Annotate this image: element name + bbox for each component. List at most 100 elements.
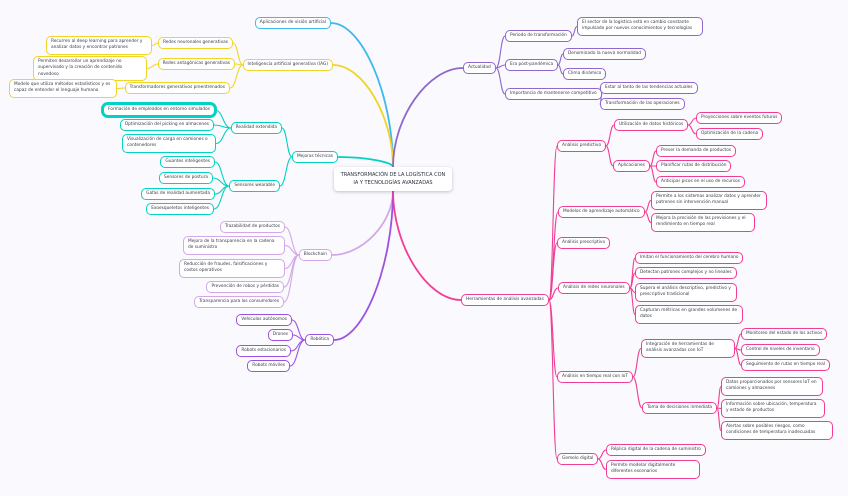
mindmap-node-tendencias[interactable]: Estar al tanto de las tendencias actuale… [600, 82, 698, 95]
mindmap-node-iag[interactable]: Inteligencia artificial generativa (IAG) [242, 59, 333, 72]
mindmap-node-postura[interactable]: Sensores de postura [158, 172, 213, 185]
mindmap-node-toma_decisiones[interactable]: Toma de decisiones inmediata [642, 402, 718, 415]
mindmap-root-node[interactable]: TRANSFORMACIÓN DE LA LOGÍSTICA CON IA Y … [334, 167, 452, 191]
edge-monitoreo [734, 333, 742, 350]
mindmap-node-clima[interactable]: Clima dinámico [563, 68, 607, 81]
mindmap-node-transformacion_ops[interactable]: Transformación de las operaciones [600, 98, 685, 111]
mindmap-node-prever[interactable]: Prever la demanda de productos [656, 145, 737, 158]
mindmap-node-moviles[interactable]: Robots móviles [247, 360, 290, 373]
mindmap-node-historicos[interactable]: Utilización de datos históricos [614, 119, 689, 132]
mindmap-node-proyecciones[interactable]: Proyecciones sobre eventos futuros [696, 112, 783, 125]
mindmap-node-era[interactable]: Era post-pandémica [505, 59, 559, 72]
edge-exo [213, 185, 230, 210]
mindmap-node-rag_desc[interactable]: Permiten desarrollar un aprendizaje no s… [33, 56, 147, 82]
mindmap-node-rng[interactable]: Redes neuronales generativas [157, 37, 233, 50]
edge-transparencia_cadena [284, 244, 300, 256]
edge-datos_iot [716, 385, 722, 409]
mindmap-node-alertas[interactable]: Alertas sobre posibles riesgos, como con… [721, 421, 833, 440]
node-label: Drones [272, 332, 288, 337]
mindmap-node-traza[interactable]: Trazabilidad de productos [219, 221, 285, 234]
node-label: Robótica [310, 337, 329, 342]
node-label: Robots móviles [252, 363, 285, 368]
mindmap-node-visualizacion[interactable]: Visualización de carga en camiones o con… [122, 134, 216, 153]
node-label: Información sobre ubicación, temperatura… [726, 402, 817, 414]
mindmap-node-tgp[interactable]: Transformadores generativos preentrenado… [124, 82, 230, 95]
mindmap-node-monitoreo[interactable]: Monitoreo del estado de los activos [741, 328, 828, 341]
node-label: Planificar rutas de distribución [661, 163, 727, 168]
mindmap-node-ml_desc2[interactable]: Mejora la precisión de las previsiones y… [651, 213, 755, 232]
mindmap-node-integracion[interactable]: Integración de herramientas de análisis … [641, 339, 735, 358]
mindmap-node-realidad_ext[interactable]: Realidad extendida [230, 122, 282, 135]
mindmap-node-gemelo[interactable]: Gemelo digital [557, 453, 599, 466]
mindmap-node-herramientas[interactable]: Herramientas de análisis avanzadas [461, 294, 549, 307]
mindmap-node-redes_neuronales[interactable]: Análisis de redes neuronales [558, 282, 630, 295]
edge-redes_neuronales [548, 287, 559, 301]
node-label: Era post-pandémica [510, 62, 554, 67]
mindmap-node-mejoras[interactable]: Mejoras técnicas [291, 151, 338, 164]
node-label: Mejora la precisión de las previsiones y… [656, 216, 746, 228]
mindmap-node-ml_desc1[interactable]: Permite a los sistemas analizar datos y … [651, 191, 767, 210]
mindmap-node-tgp_desc[interactable]: Modelo que utiliza métodos estadísticos … [9, 79, 117, 98]
mindmap-node-guantes[interactable]: Guantes inteligentes [160, 156, 215, 169]
mindmap-node-robos[interactable]: Prevención de robos y pérdidas [206, 281, 284, 294]
node-label: Exoesqueletos inteligentes [151, 206, 209, 211]
node-label: Permiten desarrollar un aprendizaje no s… [38, 59, 123, 77]
mindmap-node-detectan[interactable]: Detectan patrones complejos y no lineale… [635, 267, 737, 280]
mindmap-node-aplicaciones[interactable]: Aplicaciones [613, 160, 650, 173]
mindmap-node-info_ubicacion[interactable]: Información sobre ubicación, temperatura… [721, 399, 825, 418]
mindmap-node-modelar[interactable]: Permite modelar digitalmente diferentes … [606, 460, 700, 479]
mindmap-node-actualidad[interactable]: Actualidad [463, 62, 496, 75]
mindmap-node-predictivo[interactable]: Análisis predictivo [557, 140, 607, 153]
edge-historicos [605, 124, 615, 147]
mindmap-node-formacion[interactable]: Formación de empleados en entorno simula… [102, 104, 215, 117]
mindmap-node-competitivo[interactable]: Importancia de mantenerse competitivo [505, 88, 602, 101]
node-label: Realidad extendida [235, 125, 277, 130]
edge-gemelo [548, 299, 558, 460]
mindmap-node-drones[interactable]: Drones [267, 329, 293, 342]
node-label: Transformadores generativos preentrenado… [129, 85, 225, 90]
mindmap-node-blockchain[interactable]: Blockchain [298, 249, 332, 262]
mindmap-node-gafas[interactable]: Gafas de realidad aumentada [141, 188, 215, 201]
mindmap-node-exo[interactable]: Exoesqueletos inteligentes [146, 203, 214, 216]
mindmap-node-consumidores[interactable]: Transparencia para los consumidores [194, 296, 284, 309]
mindmap-node-seguimiento[interactable]: Seguimiento de rutas en tiempo real [741, 359, 830, 372]
mindmap-node-supera[interactable]: Supera el análisis descriptivo, predicti… [635, 283, 737, 302]
mindmap-node-optimizacion_cadena[interactable]: Optimización de la cadena [696, 128, 764, 141]
mindmap-node-picking[interactable]: Optimización del picking en almacenes [119, 119, 214, 132]
mindmap-node-periodo[interactable]: Periodo de transformación [505, 30, 572, 43]
mindmap-node-capturan[interactable]: Capturan métricas en grandes volúmenes d… [635, 305, 743, 324]
mindmap-node-fraudes[interactable]: Reducción de fraudes, falsificaciones y … [179, 259, 285, 278]
mindmap-node-ml_modelos[interactable]: Modelos de aprendizaje automático [558, 206, 645, 219]
node-label: TRANSFORMACIÓN DE LA LOGÍSTICA CON IA Y … [340, 172, 446, 186]
mindmap-node-vehiculos[interactable]: Vehículos autónomos [236, 314, 292, 327]
mindmap-node-transparencia_cadena[interactable]: Mejora de la transparencia en la cadena … [183, 236, 285, 255]
mindmap-node-imitan[interactable]: Imitan el funcionamiento del cerebro hum… [635, 252, 744, 265]
mindmap-node-datos_iot[interactable]: Datos proporcionados por sensores IoT en… [721, 377, 823, 396]
mindmap-node-replica[interactable]: Réplica digital de la cadena de suminist… [606, 444, 706, 457]
mindmap-node-estacionarios[interactable]: Robots estacionarios [236, 345, 291, 358]
edge-rng_desc [151, 42, 159, 47]
edge-robotica [333, 190, 394, 341]
mindmap-node-vision[interactable]: Aplicaciones de visión artificial [254, 17, 331, 30]
node-label: Optimización de la cadena [701, 131, 759, 136]
mindmap-node-wearable[interactable]: Sensores wearable [229, 180, 280, 193]
node-label: Visualización de carga en camiones o con… [127, 137, 208, 149]
mindmap-node-anticipar[interactable]: Anticipar picos en el uso de recursos [656, 176, 746, 189]
edge-periodo [495, 35, 506, 69]
edge-modelar [597, 458, 607, 471]
mindmap-node-control_inventario[interactable]: Control de niveles de inventario [741, 344, 820, 357]
node-label: Alertas sobre posibles riesgos, como con… [726, 424, 816, 436]
mindmap-node-nueva_normalidad[interactable]: Denominado la nueva normalidad [563, 48, 646, 61]
mindmap-node-tiempo_real[interactable]: Análisis en tiempo real con IoT [557, 371, 633, 384]
node-label: Denominado la nueva normalidad [568, 51, 641, 56]
mindmap-node-periodo_desc[interactable]: El sector de la logística está en cambio… [577, 17, 703, 36]
mindmap-node-planificar[interactable]: Planificar rutas de distribución [656, 160, 732, 173]
node-label: Imitan el funcionamiento del cerebro hum… [640, 255, 739, 260]
mindmap-node-rng_desc[interactable]: Recurren al deep learning para aprender … [46, 36, 152, 55]
mindmap-node-prescriptivo[interactable]: Análisis prescriptivo [557, 237, 611, 250]
edge-optimizacion_cadena [687, 124, 697, 135]
edge-tgp [229, 64, 244, 89]
mindmap-node-robotica[interactable]: Robótica [305, 334, 334, 347]
mindmap-node-rag[interactable]: Redes antagónicas generativas [157, 58, 235, 71]
